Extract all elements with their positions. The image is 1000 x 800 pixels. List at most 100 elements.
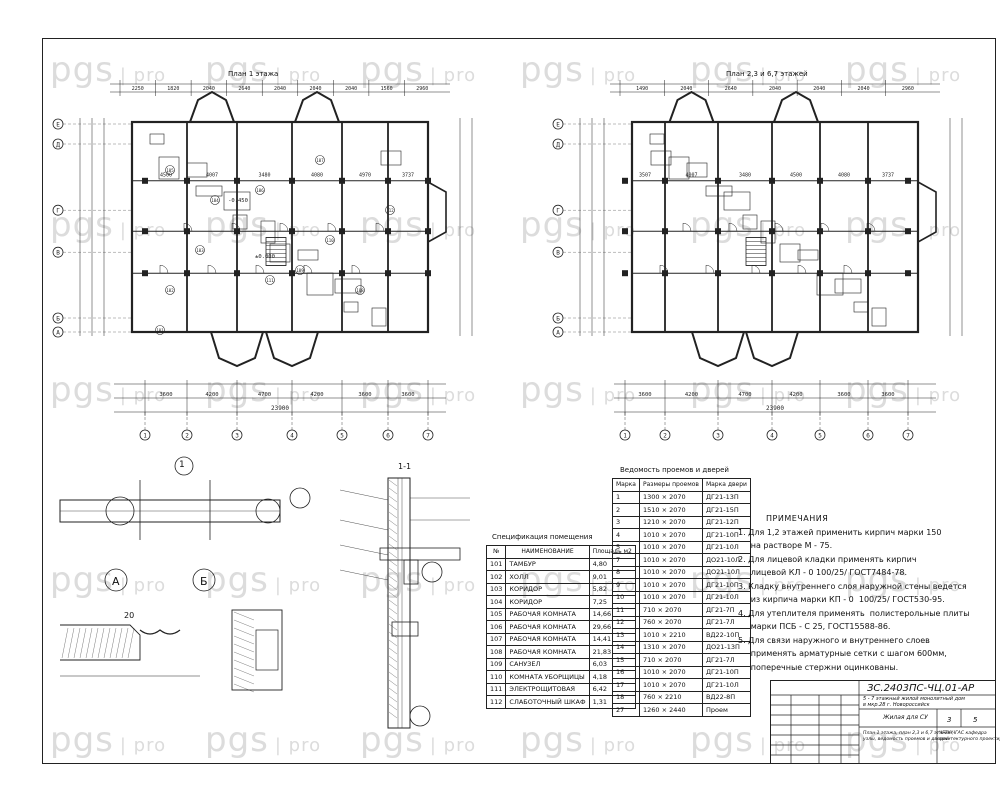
dim-label: 4700	[738, 392, 751, 398]
door-swing	[303, 264, 313, 274]
door-swing	[375, 222, 385, 232]
watermark: pgs| pro	[520, 370, 637, 410]
spec-cell-name: РАБОЧАЯ КОМНАТА	[505, 632, 590, 646]
hatch-line	[388, 495, 398, 503]
room-number: 108	[356, 288, 364, 293]
column	[769, 270, 775, 277]
partition	[779, 243, 801, 263]
title-block-grid	[771, 681, 995, 763]
axis-label: 2	[185, 433, 189, 440]
note-line: лицевой КЛ - 0 100/25/ ГОСТ7484-78.	[738, 568, 908, 577]
room-dim-label: 3507	[639, 173, 651, 179]
hatch-line	[388, 551, 398, 559]
spec-cell-no: 111	[485, 682, 507, 696]
watermark: pgs| pro	[690, 720, 807, 760]
spec-cell-no: 110	[485, 670, 507, 684]
door-swing	[659, 264, 669, 274]
column	[339, 177, 345, 184]
door-cell-m: 2	[612, 503, 640, 517]
room-number: 104	[211, 198, 219, 203]
column	[142, 177, 148, 184]
hatch-line	[388, 479, 398, 487]
door-cell-s: 1310 × 2070	[638, 640, 703, 654]
room-number-bubble	[210, 195, 220, 205]
axis-bubble	[286, 429, 298, 441]
dim-label: 2040	[310, 86, 322, 92]
stamp-project: 5 - 7 этажный жилой монолитный дом в мкр…	[863, 696, 965, 708]
dim-label: 4700	[258, 392, 271, 398]
hatch-line	[388, 703, 398, 711]
dim-label: 2640	[725, 86, 737, 92]
column	[425, 270, 431, 277]
axis-label: Е	[556, 122, 560, 129]
notes-lines: 1. Для 1,2 этажей применить кирпич марки…	[738, 526, 988, 675]
door-cell-s: 1260 × 2440	[638, 703, 703, 717]
dim-label: 1490	[636, 86, 648, 92]
hatch-line	[388, 679, 398, 687]
watermark: pgs| pro	[205, 720, 322, 760]
door-swing	[183, 222, 193, 232]
room-number-bubble	[265, 275, 275, 285]
axis-bubble	[814, 429, 826, 441]
partition	[158, 156, 180, 180]
room-number: 101	[156, 328, 164, 333]
doors-col-type: Марка двери	[701, 478, 751, 492]
hatch-line	[388, 607, 398, 615]
dim-label: 2040	[813, 86, 825, 92]
room-dim-label: 3737	[882, 173, 894, 179]
room-dim-label: 4080	[311, 173, 323, 179]
dim-label: 2040	[858, 86, 870, 92]
door-cell-s: 710 × 2070	[638, 603, 703, 617]
column	[385, 177, 391, 184]
watermark: pgs| pro	[845, 50, 962, 90]
column	[142, 270, 148, 277]
axis-label: 5	[340, 433, 344, 440]
axis-bubble	[619, 429, 631, 441]
dim-label: 4200	[310, 392, 323, 398]
dim-20-label: 20	[124, 611, 135, 620]
partition	[269, 243, 291, 263]
slab	[379, 547, 461, 561]
leader-line	[339, 544, 389, 556]
axis-label: 6	[866, 433, 870, 440]
door-cell-t: ВД22-8П	[701, 690, 751, 704]
dim-label: 2250	[132, 86, 144, 92]
note-line: 5. Для связи наружного и внутреннего сло…	[738, 635, 930, 645]
door-cell-t: ДГ21-13П	[701, 490, 751, 504]
column	[769, 177, 775, 184]
hatch-line	[388, 567, 398, 575]
partition	[306, 272, 334, 296]
watermark: pgs| pro	[205, 370, 322, 410]
door-swing	[682, 222, 692, 232]
axis-label: 3	[716, 433, 720, 440]
door-cell-s: 1010 × 2070	[638, 553, 703, 567]
spec-col-no: №	[485, 545, 507, 559]
column	[905, 228, 911, 235]
hatch-line	[388, 543, 398, 551]
dim-label: 2960	[416, 86, 428, 92]
watermark: pgs| pro	[360, 205, 477, 245]
door-cell-s: 760 × 2070	[638, 615, 703, 629]
callout-circle	[421, 561, 443, 583]
side-bay	[427, 181, 447, 243]
dim-label: 1560	[381, 86, 393, 92]
partition	[195, 185, 223, 197]
spec-cell-name: СЛАБОТОЧНЫЙ ШКАФ	[505, 695, 590, 709]
hatch-line	[388, 647, 398, 655]
door-cell-m: 18	[612, 690, 640, 704]
section-1-1-label: 1-1	[398, 462, 412, 471]
dim-label: 3600	[358, 392, 371, 398]
note-line: на растворе М - 75.	[738, 541, 833, 550]
watermark: pgs| pro	[520, 50, 637, 90]
room-dim-label: 4500	[790, 173, 802, 179]
hatch-line	[233, 643, 255, 653]
dim-label: 2040	[203, 86, 215, 92]
room-dim-label: 3480	[258, 173, 270, 179]
room-number-bubble	[325, 235, 335, 245]
